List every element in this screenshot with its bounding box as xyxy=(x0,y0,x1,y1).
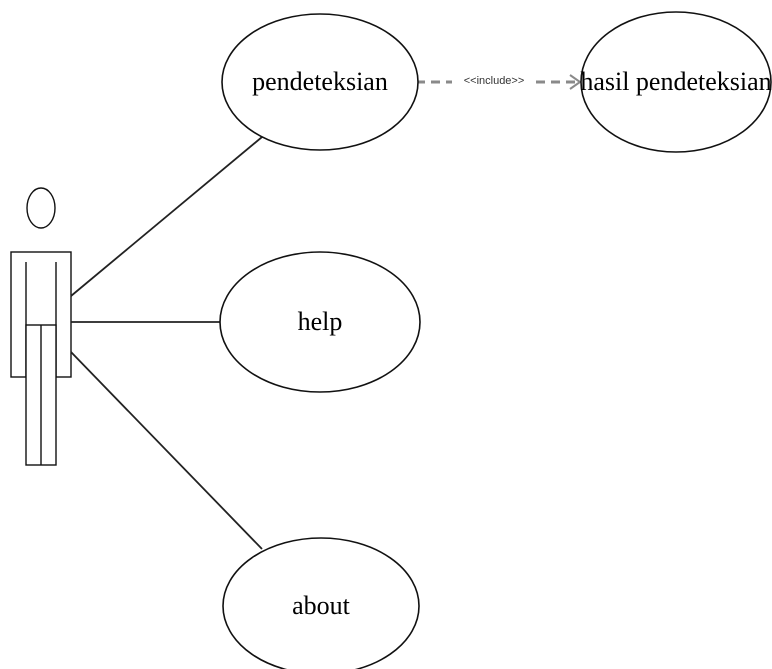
use-case-about-ellipse xyxy=(222,537,420,669)
actor xyxy=(10,187,72,466)
use-case-about[interactable]: about xyxy=(222,537,420,669)
association-pendeteksian xyxy=(70,136,263,297)
use-case-hasil-pendeteksian-label: hasil pendeteksian xyxy=(580,67,771,96)
use-case-pendeteksian-label: pendeteksian xyxy=(252,67,388,96)
use-case-hasil-pendeteksian[interactable]: hasil pendeteksian xyxy=(580,11,772,153)
use-case-hasil-pendeteksian-ellipse xyxy=(580,11,772,153)
use-case-help-label: help xyxy=(298,307,343,336)
association-about xyxy=(70,351,263,550)
actor-head xyxy=(26,187,56,229)
include-stereotype-label: <<include>> xyxy=(464,75,525,87)
use-case-pendeteksian[interactable]: pendeteksian xyxy=(221,13,419,151)
use-case-pendeteksian-ellipse xyxy=(221,13,419,151)
use-case-help-ellipse xyxy=(219,251,421,393)
include-arrowhead xyxy=(569,74,582,90)
use-case-about-label: about xyxy=(292,591,351,620)
use-case-help[interactable]: help xyxy=(219,251,421,393)
